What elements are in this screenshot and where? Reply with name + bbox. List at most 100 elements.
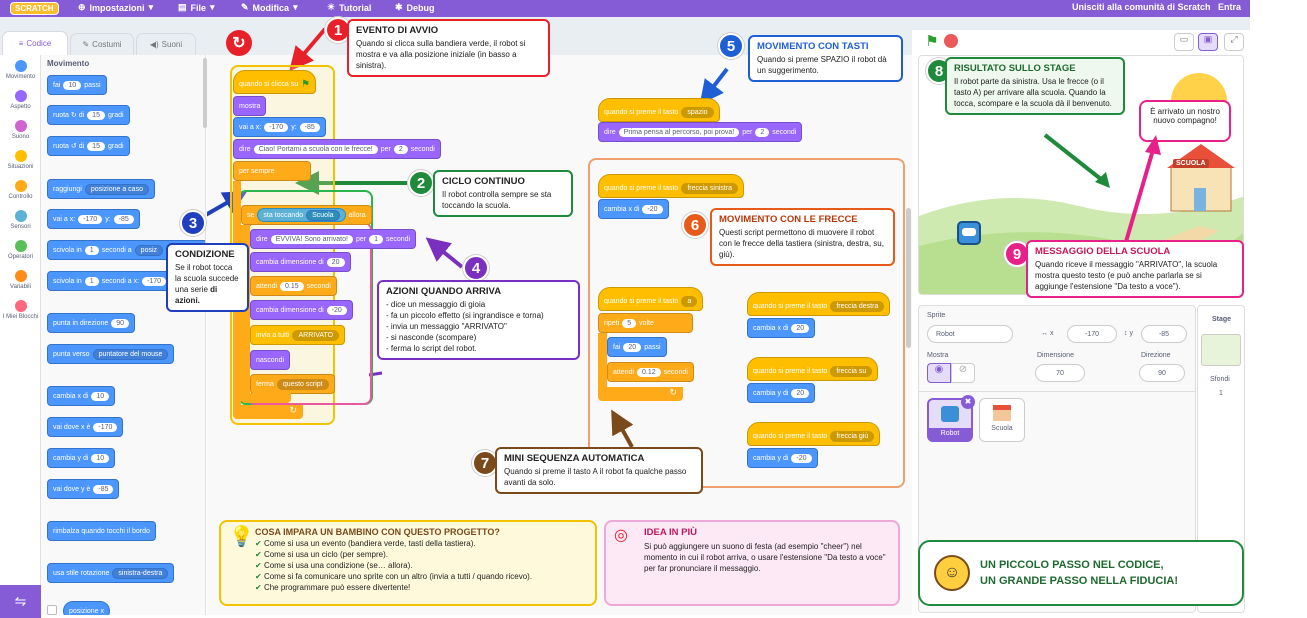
block-input[interactable]: EVVIVA! Sono arrivato! [270,234,353,244]
robot-sprite[interactable] [957,221,981,245]
block-input[interactable]: 10 [91,391,110,401]
palette-reporter-xposition[interactable]: posizione x [63,601,111,615]
file-menu[interactable]: ▤File▾ [178,2,215,13]
category-operators[interactable]: Operatori [0,240,41,260]
change-x-block[interactable]: cambia x di-20 [598,199,669,219]
block-input[interactable]: 1 [369,234,383,244]
hide-block[interactable]: nascondi [250,350,291,370]
stop-button[interactable] [944,34,958,48]
block-input[interactable]: 20 [791,323,810,333]
debug-menu[interactable]: ✱Debug [395,2,435,13]
normal-stage-button[interactable]: ▣ [1198,33,1218,51]
block-input[interactable]: -20 [642,204,663,214]
block-input[interactable]: 2 [393,144,408,154]
block-input[interactable]: 10 [91,453,110,463]
change-y-block-2[interactable]: cambia y di-20 [747,448,818,468]
block-input[interactable]: -85 [299,122,320,132]
block-input[interactable]: -170 [93,422,118,432]
category-variables[interactable]: Variabili [0,270,41,290]
block-input[interactable]: -170 [78,214,103,224]
block-dropdown[interactable]: puntatore del mouse [92,348,169,360]
show-block[interactable]: mostra [233,96,267,116]
edit-menu[interactable]: ✎Modifica▾ [241,2,298,13]
block-dropdown[interactable]: spazio [681,106,714,118]
block-input[interactable]: Ciao! Portami a scuola con le frecce! [253,144,378,154]
block-input[interactable]: 15 [87,110,105,120]
block-dropdown[interactable]: freccia destra [830,300,885,312]
block-input[interactable]: -170 [142,276,167,286]
tutorial-menu[interactable]: ☀Tutorial [327,2,371,13]
block-input[interactable]: -85 [93,484,114,494]
tab-costumes[interactable]: ✎Costumi [70,33,134,55]
delete-sprite-button[interactable]: ✖ [961,395,975,409]
sprite-name-input[interactable]: Robot [927,325,1013,343]
join-link[interactable]: Unisciti alla comunità di Scratch [1072,2,1211,12]
when-flag-clicked-block[interactable]: quando si clicca su⚑ [233,70,317,94]
block-input[interactable]: 1 [84,245,99,255]
block-dropdown[interactable]: a [681,295,698,307]
category-looks[interactable]: Aspetto [0,90,41,110]
block-dropdown[interactable]: Scuola [306,209,340,221]
block-dropdown[interactable]: sinistra-destra [112,567,169,579]
palette-scrollbar[interactable] [203,58,207,128]
signin-link[interactable]: Entra [1218,2,1241,12]
category-motion[interactable]: Movimento [0,60,41,80]
direction-input[interactable]: 90 [1139,364,1185,382]
category-control[interactable]: Controllo [0,180,41,200]
block-input[interactable]: 5 [622,318,637,328]
block-dropdown[interactable]: freccia giù [830,430,875,442]
fullscreen-button[interactable]: ⤢ [1224,33,1244,51]
palette-block-set-x[interactable]: vai dove x è-170 [47,417,124,437]
y-input[interactable]: -85 [1141,325,1187,343]
block-input[interactable]: 20 [791,388,810,398]
tab-code[interactable]: ≡Codice [2,31,68,55]
show-visible-button[interactable]: ◉ [927,363,951,383]
block-input[interactable]: -85 [113,214,134,224]
sprite-thumb-school[interactable]: Scuola [979,398,1025,442]
add-extension-button[interactable]: ⇋ [0,585,41,618]
block-input[interactable]: 15 [87,141,105,151]
block-dropdown[interactable]: questo script [276,378,329,390]
category-events[interactable]: Situazioni [0,150,41,170]
palette-block-set-y[interactable]: vai dove y è-85 [47,479,120,499]
block-dropdown[interactable]: posizione a caso [84,183,149,195]
small-stage-button[interactable]: ▭ [1174,33,1194,51]
block-input[interactable]: 10 [63,80,82,90]
block-input[interactable]: 90 [111,318,130,328]
block-dropdown[interactable]: freccia sinistra [681,182,739,194]
block-dropdown[interactable]: posiz [134,244,164,256]
block-input[interactable]: -170 [264,122,289,132]
forever-block[interactable]: per sempre [233,161,311,181]
block-input[interactable]: 0.15 [280,281,304,291]
category-sensing[interactable]: Sensori [0,210,41,230]
category-sound[interactable]: Suono [0,120,41,140]
green-flag-button[interactable]: ⚑ [922,32,942,52]
block-input[interactable]: -20 [326,305,347,315]
block-input[interactable]: -20 [791,453,812,463]
